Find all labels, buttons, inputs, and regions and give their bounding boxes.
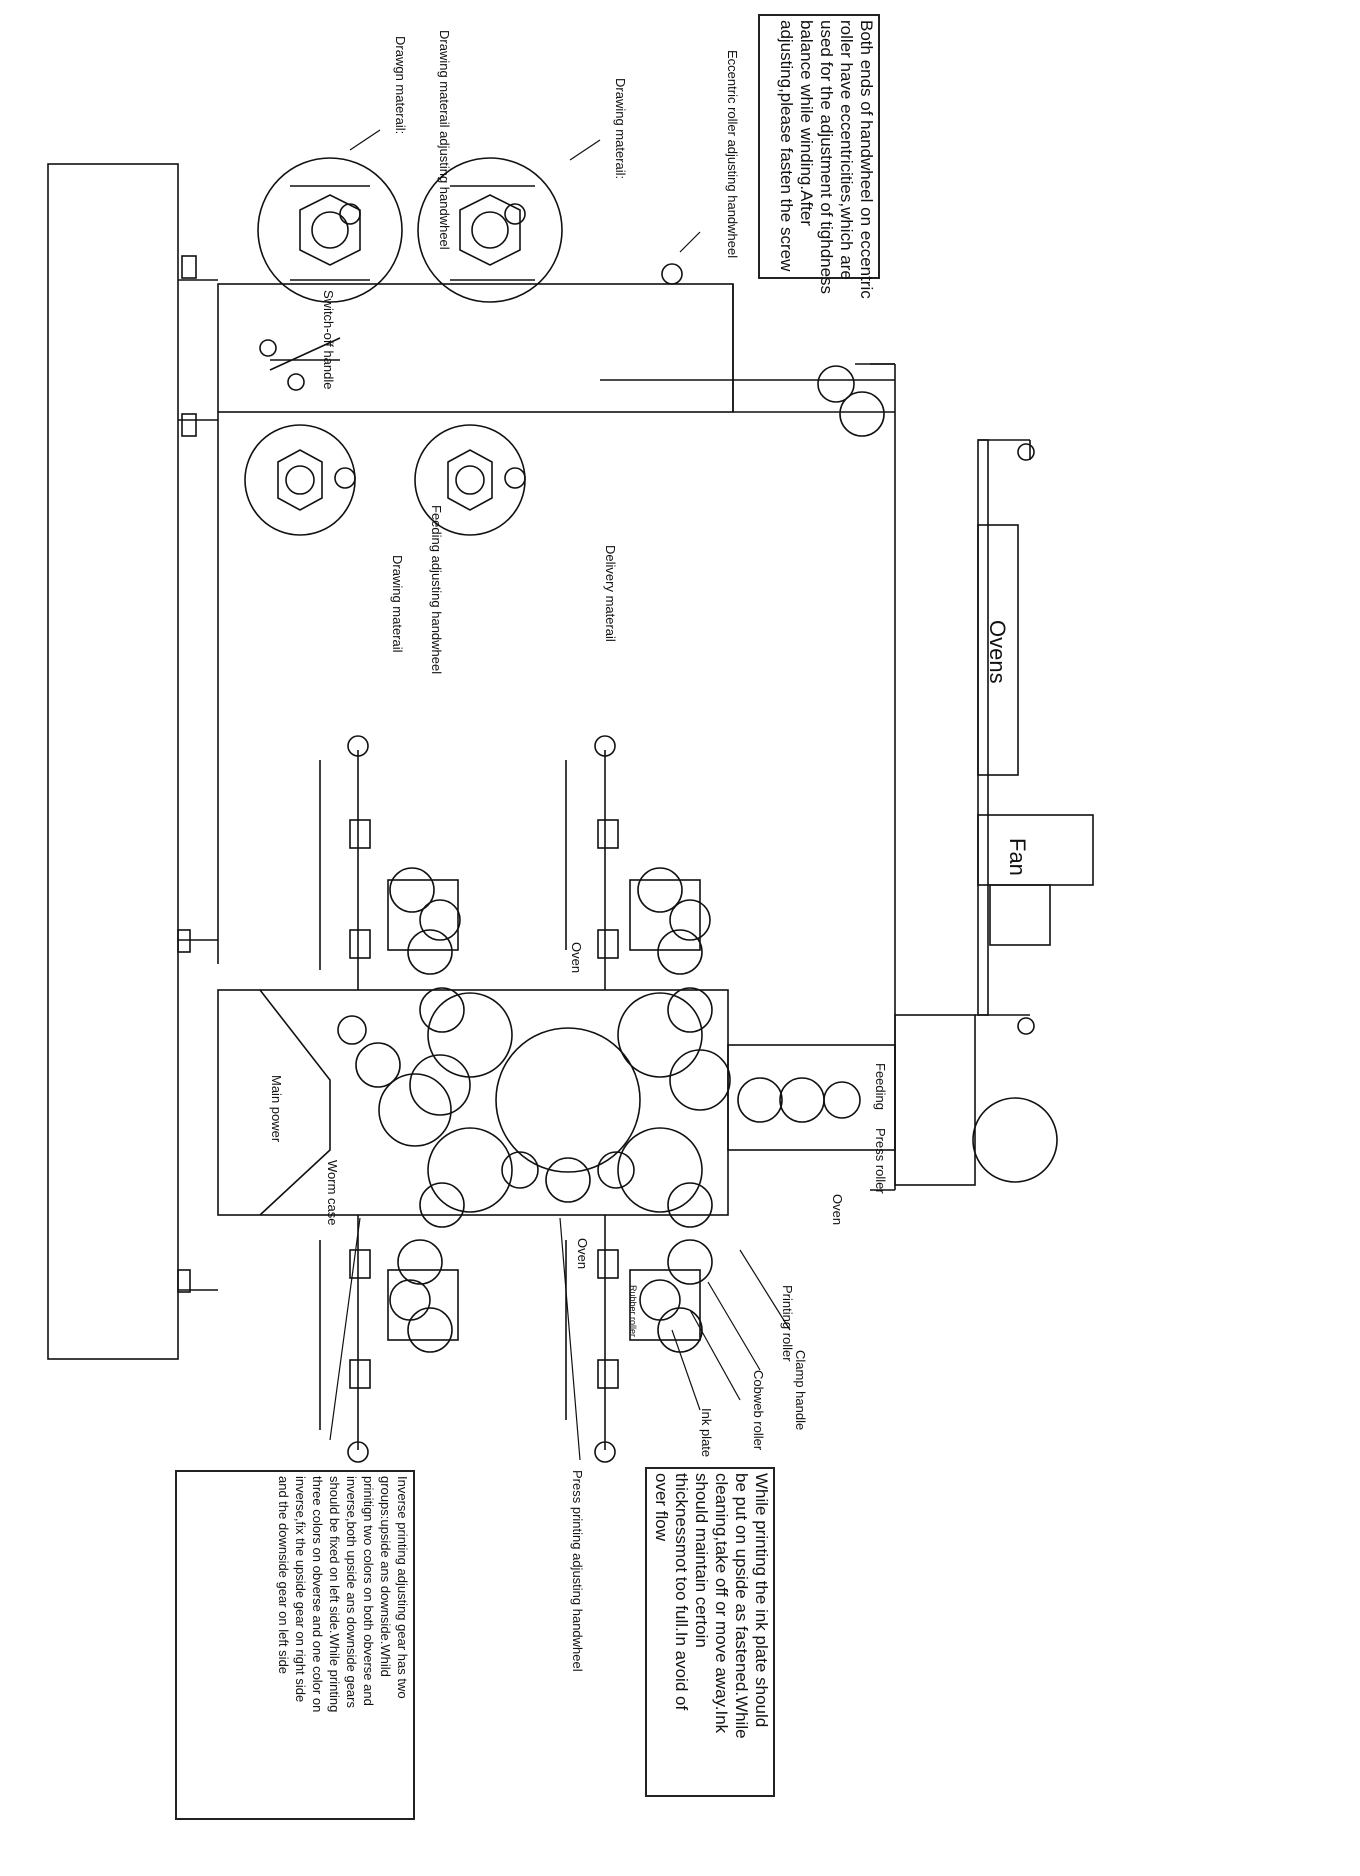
fan-box bbox=[977, 814, 1094, 886]
lower-left-rewind bbox=[244, 424, 356, 536]
label-cobweb-roller: Cobweb roller bbox=[751, 1370, 766, 1451]
label-eccentric-handwheel: Eccentric roller adjusting handwheel bbox=[725, 50, 740, 259]
label-feeding: Feeding bbox=[873, 1063, 888, 1110]
right-extension bbox=[727, 1044, 896, 1151]
winding-frame bbox=[217, 283, 734, 413]
inverse-note: Inverse printing adjusting gear has two … bbox=[175, 1470, 415, 1820]
label-clamp-handle: Clamp handle bbox=[793, 1350, 808, 1431]
eccentric-roller bbox=[661, 263, 683, 285]
label-press-printing-handwheel: Press printing adjusting handwheel bbox=[570, 1470, 585, 1672]
label-worm-case: Worm case bbox=[325, 1160, 340, 1226]
left-frame bbox=[47, 163, 179, 1360]
printing-roller-group bbox=[337, 987, 861, 1228]
label-rubber-roller: Rubber roller bbox=[628, 1285, 638, 1338]
upper-left-unwind bbox=[257, 157, 403, 303]
lower-right-rewind bbox=[414, 424, 526, 536]
lower-print-stations bbox=[319, 1215, 713, 1463]
label-switch-off-handle: Switch-off handle bbox=[321, 290, 336, 390]
ovens-frame-top bbox=[977, 439, 989, 1016]
leader-lines bbox=[329, 129, 791, 1461]
upper-right-unwind bbox=[417, 157, 563, 303]
label-drawing-material-top-left: Drawgn materail: bbox=[393, 36, 408, 135]
upper-print-stations bbox=[319, 735, 711, 990]
label-oven-upper: Oven bbox=[569, 942, 584, 974]
printing-unit-body bbox=[217, 989, 729, 1216]
label-drawing-adjust-handwheel: Drawing materail adjusting handwheel bbox=[437, 30, 452, 250]
ovens-box bbox=[977, 524, 1019, 776]
label-ink-plate: Ink plate bbox=[699, 1408, 714, 1458]
eccentric-note: Both ends of handwheel on eccentric roll… bbox=[758, 14, 880, 299]
label-main-power: Main power bbox=[269, 1075, 284, 1143]
guide-roller-2 bbox=[839, 391, 885, 437]
label-delivery-material: Delivery materail bbox=[603, 545, 618, 642]
impression-cylinder bbox=[495, 1027, 641, 1173]
fan-wheel bbox=[972, 1097, 1058, 1183]
label-drawing-material-top-right: Drawing materail: bbox=[613, 78, 628, 180]
label-oven-lower: Oven bbox=[575, 1238, 590, 1270]
label-fan: Fan bbox=[1005, 838, 1030, 876]
ink-plate-note: While printing the ink plate should be p… bbox=[645, 1467, 775, 1797]
guide-roller bbox=[817, 365, 855, 403]
label-press-roller: Press roller bbox=[873, 1128, 888, 1194]
label-drawing-material-mid: Drawing materail bbox=[390, 555, 405, 653]
label-feeding-adjust-handwheel: Feeding adjusting handwheel bbox=[429, 505, 444, 675]
fan-motor bbox=[989, 884, 1051, 946]
label-oven-right: Oven bbox=[830, 1194, 845, 1226]
ovens-frame-lower bbox=[894, 1014, 976, 1186]
frame-bolt bbox=[177, 255, 197, 1293]
label-ovens: Ovens bbox=[985, 620, 1010, 684]
